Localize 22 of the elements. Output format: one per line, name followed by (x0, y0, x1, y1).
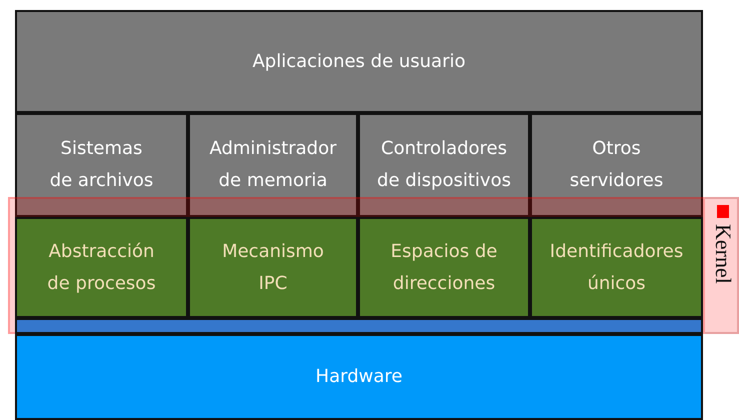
layer-box (358, 217, 530, 318)
layer-box (15, 10, 703, 113)
layer-box (358, 113, 530, 217)
layer-label: Controladores de dispositivos (376, 137, 512, 193)
legend-label: Kernel (712, 224, 734, 284)
layer-label: Aplicaciones de usuario (252, 50, 466, 74)
layer-box (188, 113, 358, 217)
layer-label: Hardware (316, 365, 402, 389)
band-bar (15, 318, 703, 334)
layer-box (15, 113, 188, 217)
layer-box (15, 217, 188, 318)
layer-box (530, 113, 703, 217)
layer-box (530, 217, 703, 318)
layer-box (188, 217, 358, 318)
layer-label: Identificadores únicos (548, 240, 684, 296)
layer-label: Otros servidores (568, 137, 664, 193)
layer-label: Sistemas de archivos (48, 137, 154, 193)
layer-label: Abstracción de procesos (46, 240, 157, 296)
layer-label: Administrador de memoria (208, 137, 338, 193)
layer-label: Mecanismo IPC (221, 240, 325, 296)
layer-label: Espacios de direcciones (390, 240, 498, 296)
layer-box (15, 334, 703, 420)
